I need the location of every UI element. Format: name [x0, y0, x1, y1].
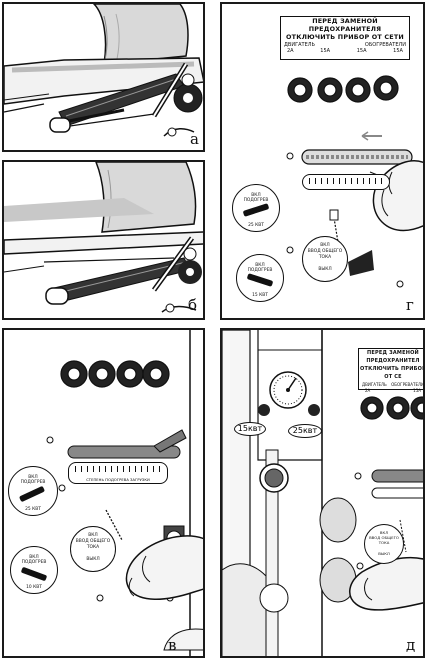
- plate-val3: 15А: [356, 48, 367, 54]
- plate-line2: ОТКЛЮЧИТЬ ПРИБОР ОТ СЕ: [360, 366, 425, 380]
- seat-mechanism-drawing: [4, 4, 203, 137]
- fuse-warning-plate: ПЕРЕД ЗАМЕНОЙ ПРЕДОХРАНИТЕЛ ОТКЛЮЧИТЬ ПР…: [358, 348, 425, 393]
- dial-on-label: ВКЛ: [251, 193, 261, 198]
- heater-dial-10kw[interactable]: ВКЛ ПОДОГРЕВ 10 КВТ: [10, 546, 58, 594]
- panel-b: б: [2, 160, 205, 320]
- dial-heat-label: ПОДОГРЕВ: [243, 198, 269, 203]
- fuse-warning-plate: ПЕРЕД ЗАМЕНОЙ ПРЕДОХРАНИТЕЛЯ ОТКЛЮЧИТЬ П…: [280, 16, 410, 60]
- dial-off-label: ВЫКЛ: [378, 551, 390, 556]
- heat-level-scale: СТЕПЕНЬ ПОДОГРЕВА ЗАГРУЗКИ: [68, 462, 168, 484]
- seat-mechanism-drawing-lowered: [4, 162, 203, 313]
- dial-heat-label: ПОДОГРЕВ: [20, 480, 46, 485]
- dial-on-label: ВКЛ: [320, 243, 330, 248]
- plate-line1: ПЕРЕД ЗАМЕНОЙ ПРЕДОХРАНИТЕЛЯ: [308, 17, 382, 33]
- dial-on-label: ВКЛ: [255, 263, 265, 268]
- heat-level-scale: [302, 174, 390, 190]
- dial-power-label: 25 КВТ: [248, 223, 264, 228]
- dial-off-label: ВЫКЛ: [318, 267, 332, 272]
- panel-a-label: а: [190, 130, 199, 148]
- panel-d: 15квт 25квт ПЕРЕД ЗАМЕНОЙ ПРЕДОХРАНИТЕЛ …: [220, 328, 425, 658]
- plate-val1: 2А: [365, 388, 371, 393]
- main-power-dial[interactable]: ВКЛ ВВОД ОБЩЕГО ТОКА ВЫКЛ: [302, 236, 348, 282]
- machine-side-drawing: [222, 330, 423, 656]
- plate-val1: 2А: [287, 48, 294, 54]
- dial-current-label: ТОКА: [378, 540, 390, 545]
- dial-power-label: 25 КВТ: [25, 507, 41, 512]
- dial-lever[interactable]: [246, 273, 274, 287]
- dial-on-label: ВКЛ: [379, 530, 389, 535]
- plate-line2: ОТКЛЮЧИТЬ ПРИБОР ОТ СЕТИ: [286, 33, 404, 41]
- dial-lever[interactable]: [242, 203, 270, 217]
- dial-lever[interactable]: [20, 566, 48, 582]
- dial-main-label: ВВОД ОБЩЕГО: [369, 535, 399, 540]
- plate-val2: 15А: [320, 48, 331, 54]
- plate-col-heaters: ОБОГРЕВАТЕЛИ: [364, 42, 406, 48]
- plate-val2: 15А: [413, 388, 421, 393]
- dial-off-label: ВЫКЛ: [86, 557, 100, 562]
- dial-current-label: ТОКА: [86, 545, 100, 550]
- dial-current-label: ТОКА: [318, 255, 332, 260]
- panel-b-label: б: [188, 296, 198, 314]
- panel-g-label: г: [406, 296, 414, 314]
- panel-d-label: д: [406, 636, 416, 654]
- main-power-dial[interactable]: ВКЛ ВВОД ОБЩЕГО ТОКА ВЫКЛ: [364, 524, 404, 564]
- dial-on-label: ВКЛ: [29, 555, 39, 560]
- dial-heat-label: ПОДОГРЕВ: [247, 268, 273, 273]
- dial-on-label: ВКЛ: [28, 475, 38, 480]
- heater-dial-25kw[interactable]: ВКЛ ПОДОГРЕВ 25 КВТ: [8, 466, 58, 516]
- power-tag-15kw: 15квт: [234, 422, 266, 436]
- plate-col-heaters: ОБОГРЕВАТЕЛИ: [391, 382, 424, 387]
- power-tag-25kw: 25квт: [288, 424, 322, 438]
- plate-col-motor: ДВИГАТЕЛЬ: [362, 382, 387, 387]
- dial-lever[interactable]: [18, 485, 46, 503]
- dial-on-label: ВКЛ: [88, 533, 98, 538]
- dial-power-label: 10 КВТ: [26, 585, 42, 590]
- dial-power-label: 15 КВТ: [252, 293, 268, 298]
- control-panel-drawing: [266, 75, 423, 288]
- plate-line1: ПЕРЕД ЗАМЕНОЙ ПРЕДОХРАНИТЕЛ: [366, 350, 420, 364]
- panel-g: ПЕРЕД ЗАМЕНОЙ ПРЕДОХРАНИТЕЛЯ ОТКЛЮЧИТЬ П…: [220, 2, 425, 320]
- heater-dial-15kw[interactable]: ВКЛ ПОДОГРЕВ 15 КВТ: [236, 254, 284, 302]
- dial-main-label: ВВОД ОБЩЕГО: [307, 249, 343, 254]
- main-power-dial[interactable]: ВКЛ ВВОД ОБЩЕГО ТОКА ВЫКЛ: [70, 526, 116, 572]
- panel-v: СТЕПЕНЬ ПОДОГРЕВА ЗАГРУЗКИ ВКЛ ПОДОГРЕВ …: [2, 328, 205, 658]
- plate-col-motor: ДВИГАТЕЛЬ: [284, 42, 315, 48]
- plate-val4: 15А: [393, 48, 403, 54]
- control-panel-drawing: [46, 330, 203, 656]
- panel-a: а: [2, 2, 205, 152]
- dial-heat-label: ПОДОГРЕВ: [21, 560, 47, 565]
- panel-v-label: в: [168, 636, 177, 654]
- heater-dial-25kw[interactable]: ВКЛ ПОДОГРЕВ 25 КВТ: [232, 184, 280, 232]
- scale-caption: СТЕПЕНЬ ПОДОГРЕВА ЗАГРУЗКИ: [86, 478, 150, 482]
- dial-main-label: ВВОД ОБЩЕГО: [75, 539, 111, 544]
